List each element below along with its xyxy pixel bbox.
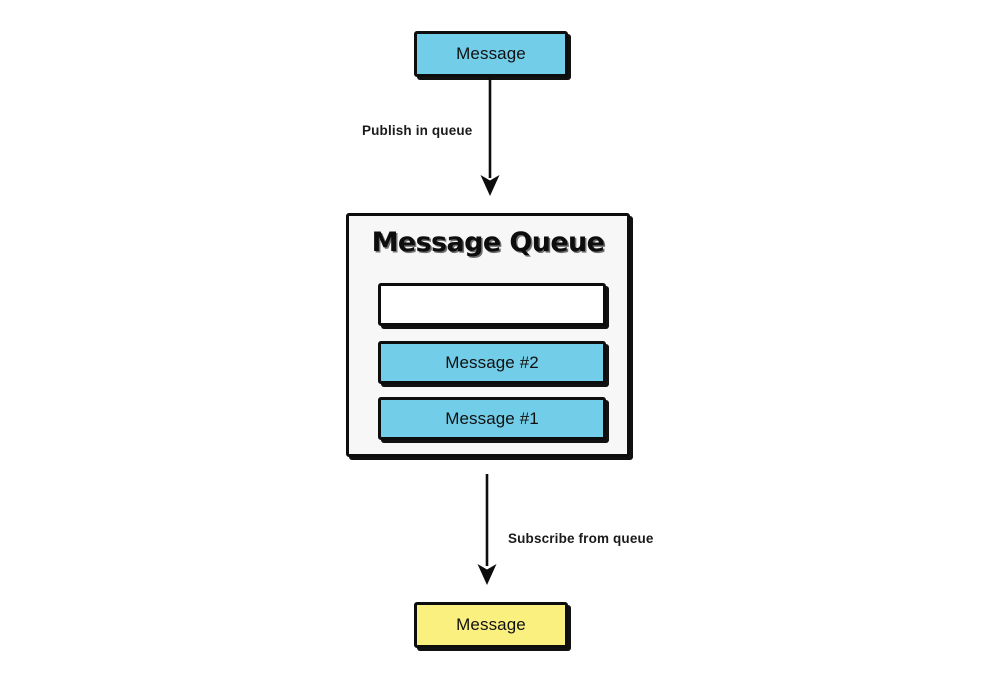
queue-slot-message-2[interactable]: Message #2 [378,341,606,384]
queue-slot-empty[interactable] [378,283,606,326]
producer-message-box[interactable]: Message [414,31,568,77]
publish-edge-label: Publish in queue [362,123,473,138]
queue-slot-message-1-label: Message #1 [445,408,539,428]
consumer-message-box[interactable]: Message [414,602,568,648]
arrow-down-icon [480,74,500,196]
arrow-down-icon [477,474,497,585]
message-queue-panel: Message Queue Message #2 Message #1 [346,213,630,457]
producer-message-label: Message [456,44,526,63]
queue-slot-message-2-label: Message #2 [445,352,539,372]
queue-slot-message-1[interactable]: Message #1 [378,397,606,440]
consumer-message-label: Message [456,615,526,634]
queue-title: Message Queue [371,227,605,258]
subscribe-edge-label: Subscribe from queue [508,531,654,546]
publish-arrow [468,74,512,198]
subscribe-arrow [465,474,509,588]
